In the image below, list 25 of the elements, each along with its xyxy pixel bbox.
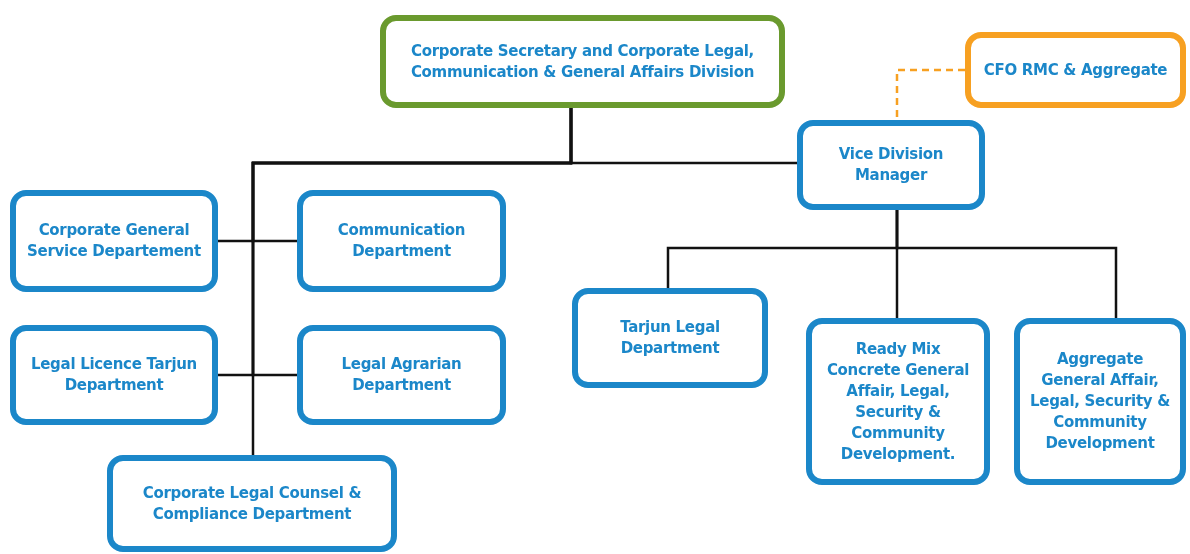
dashed-connector [895, 68, 965, 120]
box-label: Vice Division Manager [837, 144, 945, 186]
box-label: Tarjun Legal Department [619, 317, 721, 359]
org-box [1014, 318, 1186, 485]
org-box [380, 15, 785, 108]
connector-line [895, 210, 1118, 318]
box-label: CFO RMC & Aggregate [983, 59, 1168, 81]
org-box [10, 325, 218, 425]
org-box [10, 190, 218, 292]
org-box [797, 120, 985, 210]
org-box [965, 32, 1186, 108]
org-box [107, 455, 397, 552]
box-label: Ready Mix Concrete General Affair, Legal, Security & Community Development. [825, 338, 971, 465]
box-label: Corporate Legal Counsel & Compliance Department [141, 482, 363, 525]
box-label: Communication Department [336, 220, 467, 262]
connector-line [251, 108, 573, 455]
org-box [297, 190, 506, 292]
box-label: Legal Agrarian Department [340, 354, 463, 396]
box-label: Legal Licence Tarjun Department [30, 354, 198, 396]
org-box [297, 325, 506, 425]
org-box [806, 318, 990, 485]
box-label: Corporate General Service Departement [26, 220, 202, 262]
box-label: Corporate Secretary and Corporate Legal, Communication & General Affairs Division [409, 40, 756, 83]
org-box [572, 288, 768, 388]
box-label: Aggregate General Affair, Legal, Security & Community Development [1029, 349, 1171, 454]
